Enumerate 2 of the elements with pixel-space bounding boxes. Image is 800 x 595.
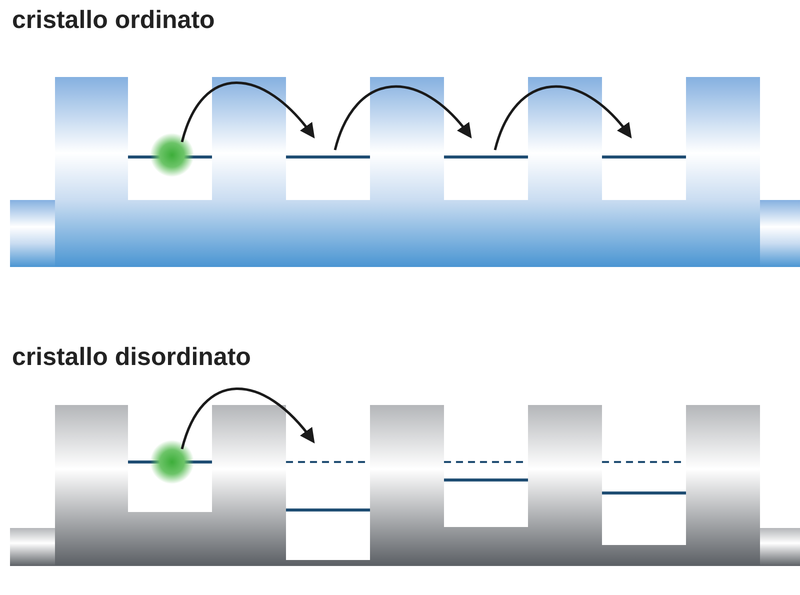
panel-heading: cristallo ordinato [12, 6, 215, 35]
panel-heading: cristallo disordinato [12, 343, 251, 372]
